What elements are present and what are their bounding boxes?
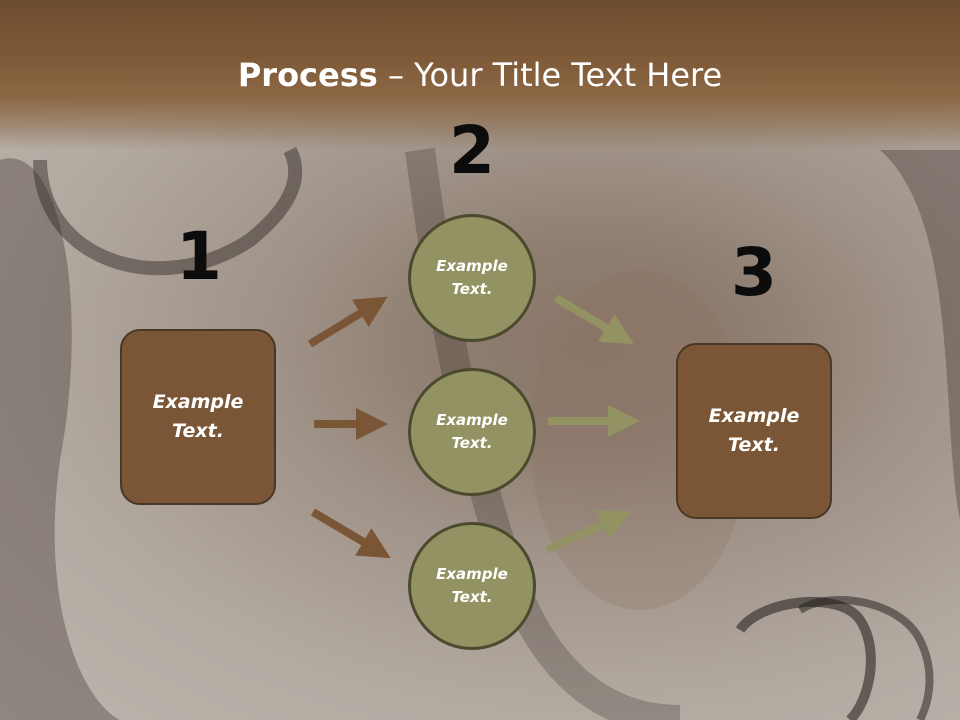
- arrow-left-up: [307, 296, 388, 348]
- step-number-2: 2: [449, 112, 495, 189]
- left-box: Example Text.: [120, 329, 276, 505]
- title-rest: – Your Title Text Here: [377, 56, 723, 94]
- arrow-right-up: [545, 510, 632, 554]
- circle-bottom-text: Example Text.: [436, 565, 508, 606]
- circle-top: Example Text.: [408, 214, 536, 342]
- circle-middle: Example Text.: [408, 368, 536, 496]
- header-band: [0, 0, 960, 150]
- circle-top-text: Example Text.: [436, 257, 508, 298]
- right-box: Example Text.: [676, 343, 832, 519]
- left-box-text: Example Text.: [152, 391, 244, 442]
- step-number-3: 3: [731, 234, 777, 311]
- right-box-text: Example Text.: [708, 405, 800, 456]
- arrow-left-down: [310, 508, 391, 559]
- step-number-1: 1: [176, 218, 222, 295]
- slide-title: Process – Your Title Text Here: [0, 55, 960, 95]
- circle-bottom: Example Text.: [408, 522, 536, 650]
- circle-middle-text: Example Text.: [436, 411, 508, 452]
- arrow-right-down: [553, 294, 634, 345]
- title-bold: Process: [237, 56, 378, 94]
